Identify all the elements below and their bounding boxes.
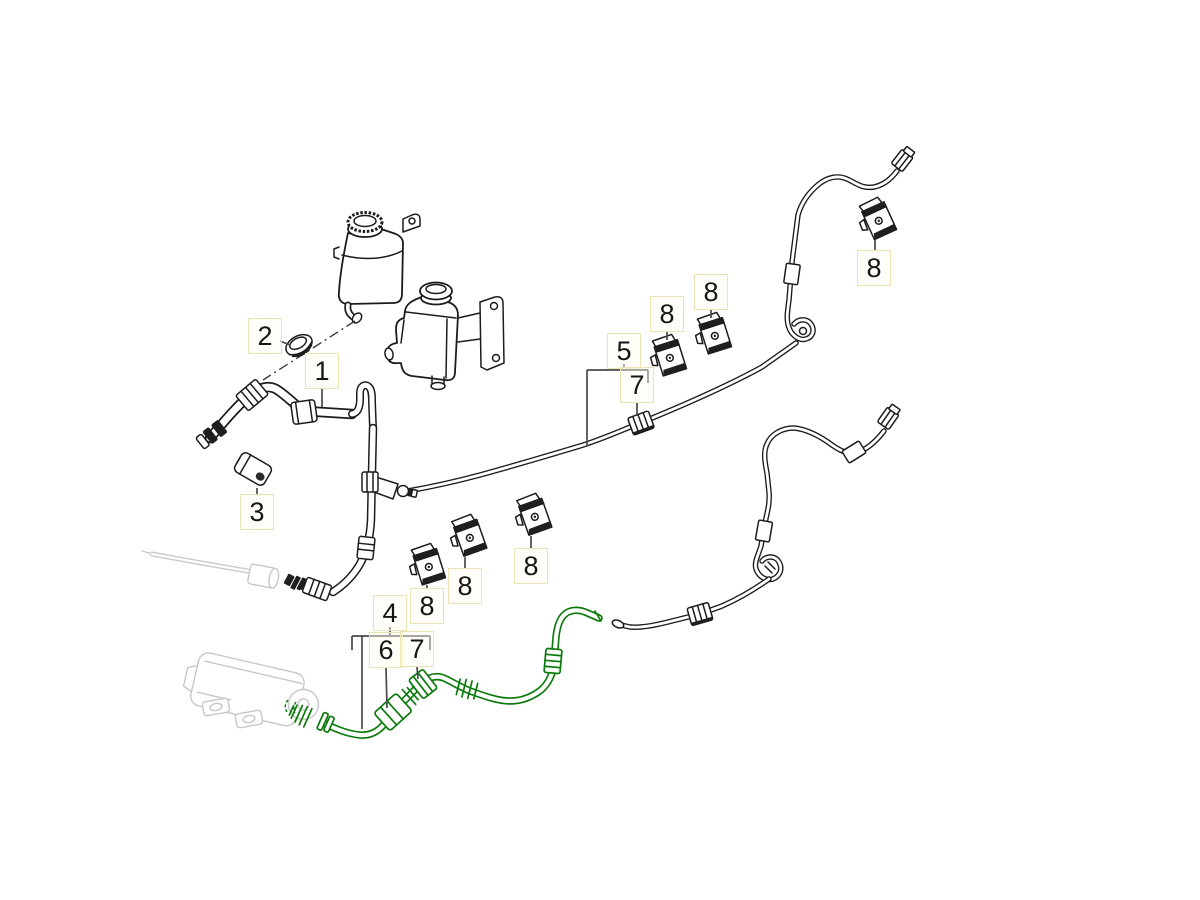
fluid-reservoir-secondary-artwork — [384, 281, 505, 391]
slave-cylinder-reference-artwork — [182, 652, 320, 729]
supply-hose-artwork — [195, 379, 399, 602]
grommet-artwork — [285, 333, 313, 358]
flex-hose-highlighted-artwork — [284, 606, 603, 739]
callout-8-11[interactable]: 8 — [514, 548, 548, 584]
callout-2-1[interactable]: 2 — [248, 318, 282, 354]
callout-3-2[interactable]: 3 — [240, 494, 274, 530]
callout-4-3[interactable]: 4 — [373, 595, 407, 631]
callout-6-5[interactable]: 6 — [369, 632, 403, 668]
connector-piece-artwork — [233, 452, 273, 486]
callout-7-6[interactable]: 7 — [620, 367, 654, 403]
callout-8-13[interactable]: 8 — [410, 588, 444, 624]
callout-5-4[interactable]: 5 — [607, 333, 641, 369]
leader-lines — [256, 240, 876, 588]
fluid-reservoir-primary-artwork — [333, 211, 421, 324]
callout-8-8[interactable]: 8 — [857, 250, 891, 286]
union-fitting-artwork — [283, 573, 305, 591]
bracket-4-6-7 — [351, 627, 431, 729]
callout-8-10[interactable]: 8 — [650, 296, 684, 332]
callout-8-9[interactable]: 8 — [694, 274, 728, 310]
callout-8-12[interactable]: 8 — [448, 568, 482, 604]
callout-1-0[interactable]: 1 — [305, 353, 339, 389]
clutch-line-artwork — [396, 144, 918, 498]
callout-7-7[interactable]: 7 — [400, 631, 434, 667]
reference-tube-artwork — [141, 550, 280, 589]
pressure-line-artwork — [611, 402, 903, 630]
